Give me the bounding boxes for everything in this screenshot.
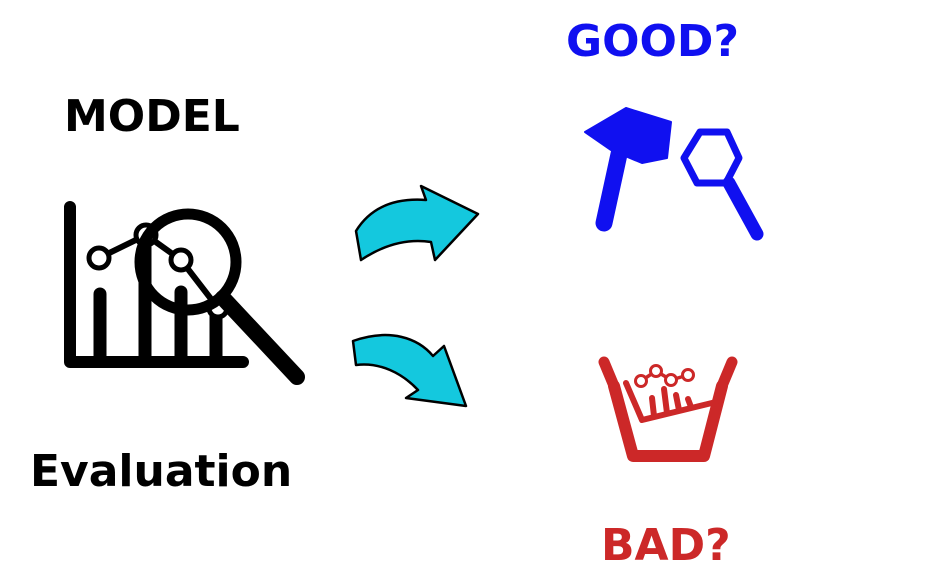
bad-label: BAD? (601, 520, 731, 571)
model-title: MODEL (64, 91, 240, 142)
good-label: GOOD? (566, 16, 739, 67)
evaluation-title: Evaluation (30, 446, 293, 497)
